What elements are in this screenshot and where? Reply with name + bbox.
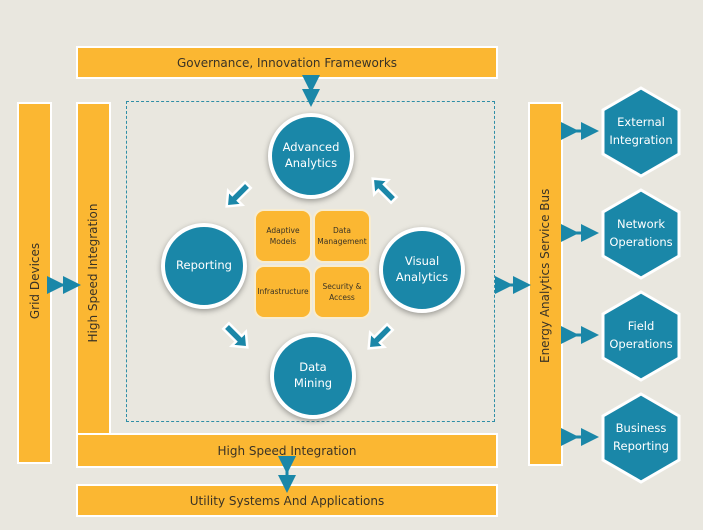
field-operations-hexagon: Field Operations — [601, 290, 681, 382]
cycle-arrow-reporting-to-mining — [221, 321, 249, 349]
business-reporting-label: Business Reporting — [613, 421, 669, 453]
data-management-label: Data Management — [317, 225, 367, 246]
network-operations-hexagon: Network Operations — [601, 188, 681, 280]
high-speed-integration-vertical-bar — [76, 102, 111, 466]
energy-analytics-service-bus-bar — [528, 102, 563, 466]
utility-systems-label: Utility Systems And Applications — [189, 493, 385, 508]
grid-devices-bar — [17, 102, 52, 464]
hexagon-shape — [601, 290, 681, 382]
adaptive-models-tile: Adaptive Models — [254, 209, 312, 263]
cycle-arrow-advanced-to-reporting — [225, 180, 253, 208]
governance-label: Governance, Innovation Frameworks — [176, 55, 398, 70]
field-operations-label: Field Operations — [609, 319, 673, 351]
visual-analytics-label: Visual Analytics — [395, 254, 449, 284]
network-operations-label: Network Operations — [609, 217, 673, 249]
advanced-analytics-node: Advanced Analytics — [268, 113, 354, 199]
hexagon-shape — [601, 188, 681, 280]
data-mining-node: Data Mining — [270, 333, 356, 419]
cycle-arrow-visual-to-mining — [367, 322, 395, 350]
governance-bar: Governance, Innovation Frameworks — [76, 46, 498, 79]
adaptive-models-label: Adaptive Models — [266, 225, 300, 246]
data-management-tile: Data Management — [313, 209, 371, 263]
high-speed-integration-horizontal-label: High Speed Integration — [217, 443, 357, 458]
external-integration-hexagon: External Integration — [601, 86, 681, 178]
external-integration-label: External Integration — [609, 115, 673, 147]
reporting-node: Reporting — [161, 223, 247, 309]
infrastructure-label: Infrastructure — [257, 287, 309, 297]
business-reporting-hexagon: Business Reporting — [601, 392, 681, 484]
visual-analytics-node: Visual Analytics — [379, 227, 465, 313]
hexagon-shape — [601, 86, 681, 178]
security-access-tile: Security & Access — [313, 265, 371, 319]
bar-join — [78, 435, 109, 445]
data-mining-label: Data Mining — [293, 360, 333, 390]
reporting-label: Reporting — [176, 258, 232, 273]
infrastructure-tile: Infrastructure — [254, 265, 312, 319]
hexagon-shape — [601, 392, 681, 484]
advanced-analytics-label: Advanced Analytics — [282, 140, 340, 170]
cycle-arrow-visual-to-advanced — [371, 177, 399, 205]
security-access-label: Security & Access — [322, 281, 362, 302]
